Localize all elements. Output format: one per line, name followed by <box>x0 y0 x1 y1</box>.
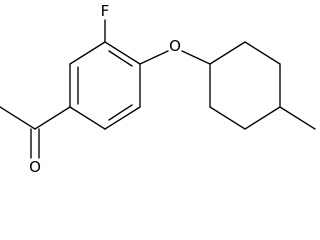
bond-ring-to-carbonyl <box>34 106 71 130</box>
ring-bond-c1-c2 <box>104 41 141 65</box>
ring-bond-c4-c5 <box>69 106 106 130</box>
fluorine-atom-label: F <box>101 2 110 20</box>
ring-double-bond-inner-1 <box>108 50 133 67</box>
bond-c2-o <box>139 50 169 65</box>
ether-oxygen-label: O <box>169 37 181 55</box>
chemical-structure: F O O <box>0 2 316 176</box>
methyl-bond <box>279 106 316 130</box>
cyclohexane-bond-5 <box>209 106 246 130</box>
ring-double-bond-inner-2 <box>108 104 133 121</box>
cyclohexane-bond-1 <box>209 41 246 65</box>
cyclohexane-bond-4 <box>244 106 281 130</box>
ring-bond-c6-c1 <box>69 41 106 65</box>
carbonyl-oxygen-label: O <box>29 158 41 176</box>
ring-bond-c3-c4 <box>104 106 141 130</box>
cyclohexane-bond-2 <box>244 41 281 65</box>
acetyl-methyl-bond <box>0 106 36 130</box>
bond-o-cyclohexyl <box>181 50 211 65</box>
structure-canvas: F O O <box>0 2 316 176</box>
